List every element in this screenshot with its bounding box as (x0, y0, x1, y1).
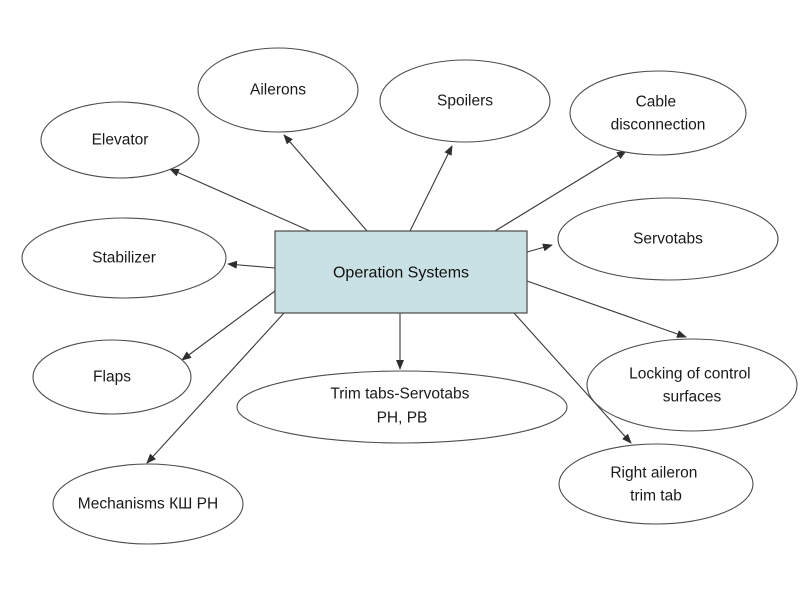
cable-disconnection-line2: disconnection (611, 117, 706, 134)
node-locking-of-control-surfaces: Locking of control surfaces (586, 338, 798, 432)
operation-systems-label: Operation Systems (333, 265, 469, 282)
cable-disconnection-line1: Cable (636, 94, 677, 111)
arrow-to-mechanisms (146, 312, 285, 464)
elevator-shape (40, 101, 200, 179)
arrow-to-ailerons (283, 134, 368, 232)
cable-disconnection-shape (569, 70, 747, 156)
node-operation-systems: Operation Systems (274, 230, 528, 314)
stabilizer-label: Stabilizer (92, 250, 156, 267)
node-servotabs: Servotabs (557, 197, 779, 281)
node-flaps: Flaps (32, 339, 192, 415)
flaps-shape (32, 339, 192, 415)
trim-tabs-line2: РН, РВ (377, 410, 428, 427)
locking-shape (586, 338, 798, 432)
arrow-to-stabilizer (227, 260, 276, 269)
trim-tabs-servotabs-shape (236, 370, 568, 444)
node-right-aileron-trim-tab: Right aileron trim tab (558, 443, 754, 525)
arrow-to-cable-disconnection (494, 150, 627, 232)
right-aileron-line2: trim tab (630, 488, 682, 505)
locking-line2: surfaces (663, 389, 722, 406)
arrow-to-spoilers (409, 145, 453, 232)
arrow-to-elevator (169, 168, 311, 232)
node-trim-tabs-servotabs: Trim tabs-Servotabs РН, РВ (236, 370, 568, 444)
spoilers-label: Spoilers (437, 93, 493, 110)
arrow-to-locking (526, 280, 687, 338)
mechanisms-shape (52, 463, 244, 545)
elevator-label: Elevator (92, 132, 149, 149)
locking-line1: Locking of control (629, 366, 751, 383)
ailerons-shape (197, 47, 359, 133)
arrow-to-servotabs (526, 243, 553, 253)
stabilizer-shape (21, 217, 227, 299)
spoilers-shape (379, 59, 551, 143)
right-aileron-shape (558, 443, 754, 525)
connectors (146, 134, 687, 464)
node-elevator: Elevator (40, 101, 200, 179)
servotabs-label: Servotabs (633, 231, 703, 248)
node-ailerons: Ailerons (197, 47, 359, 133)
arrow-to-right-aileron (513, 312, 632, 444)
right-aileron-label: Right aileron trim tab (610, 460, 701, 505)
trim-tabs-line1: Trim tabs-Servotabs (330, 386, 469, 403)
node-mechanisms-ksh-rn: Mechanisms КШ РН (52, 463, 244, 545)
servotabs-shape (557, 197, 779, 281)
arrow-to-flaps (181, 290, 276, 361)
node-spoilers: Spoilers (379, 59, 551, 143)
flaps-label: Flaps (93, 369, 131, 386)
mechanisms-label: Mechanisms КШ РН (78, 496, 218, 513)
cable-disconnection-label: Cable disconnection (611, 89, 706, 134)
trim-tabs-servotabs-label: Trim tabs-Servotabs РН, РВ (330, 381, 473, 427)
node-stabilizer: Stabilizer (21, 217, 227, 299)
right-aileron-line1: Right aileron (610, 465, 697, 482)
operation-systems-box (274, 230, 528, 314)
ailerons-label: Ailerons (250, 82, 306, 99)
locking-label: Locking of control surfaces (629, 361, 755, 406)
node-cable-disconnection: Cable disconnection (569, 70, 747, 156)
